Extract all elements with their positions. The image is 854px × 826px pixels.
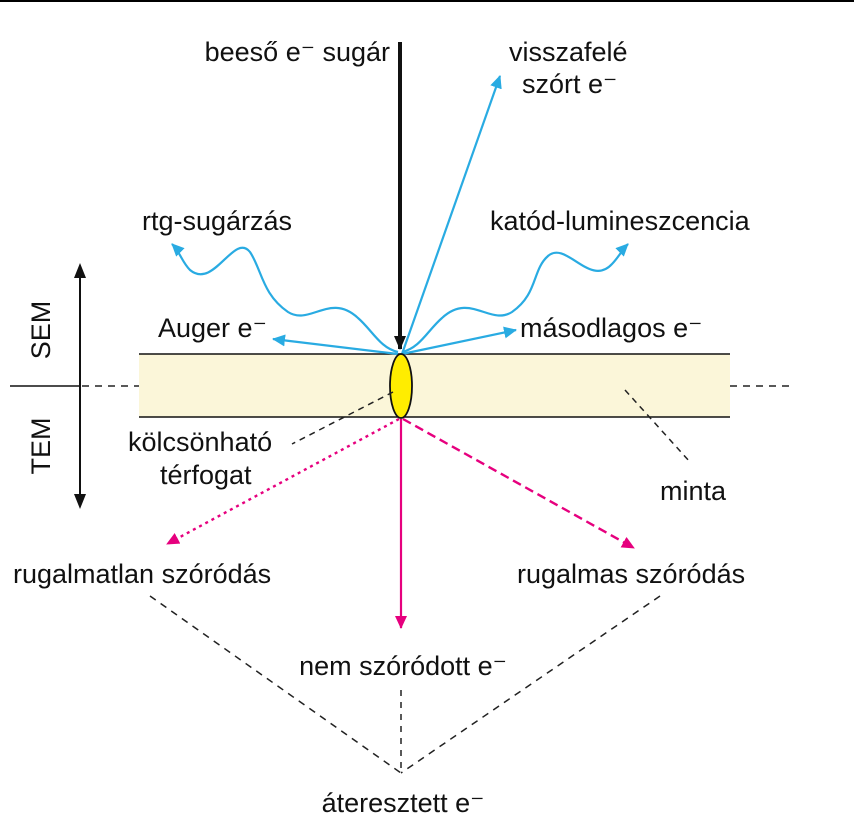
cathodoluminescence-label: katód-lumineszcencia [490,206,751,236]
secondary-label: másodlagos e⁻ [520,313,702,343]
sem-arrow-head [74,263,86,278]
auger-label: Auger e⁻ [158,313,267,343]
elastic-scattering-arrow [402,417,635,550]
tem-arrow-head [74,494,86,509]
tem-label: TEM [26,418,56,475]
interaction-volume-leader [291,391,394,445]
xray-label: rtg-sugárzás [142,206,292,236]
inelastic-scattering-arrow [166,417,400,546]
inelastic-scattering-label: rugalmatlan szóródás [13,559,271,589]
xray-wave-arrow [171,243,399,354]
cathodoluminescence-wave-arrow [401,243,629,354]
transmitted-guide-left [149,595,402,774]
unscattered-label: nem szóródott e⁻ [299,651,507,681]
interaction-volume-ellipse [389,353,413,419]
specimen-label: minta [660,476,727,506]
interaction-volume-label-line1: kölcsönható [128,427,272,457]
elastic-scattering-label: rugalmas szóródás [517,559,745,589]
interaction-volume-label-line2: térfogat [160,460,252,490]
specimen-slab [139,354,730,417]
sem-label: SEM [26,301,56,360]
backscattered-electron-arrow [400,75,502,355]
incident-beam-label: beeső e⁻ sugár [205,37,390,67]
specimen-leader [624,389,691,463]
backscattered-label-line1: visszafelé [509,37,628,67]
top-rule [0,0,854,2]
backscattered-label-line2: szórt e⁻ [522,69,617,99]
auger-electron-arrow [272,334,399,356]
transmitted-label: áteresztett e⁻ [322,788,485,818]
secondary-electron-arrow [401,326,517,356]
transmitted-guide-right [400,595,661,774]
